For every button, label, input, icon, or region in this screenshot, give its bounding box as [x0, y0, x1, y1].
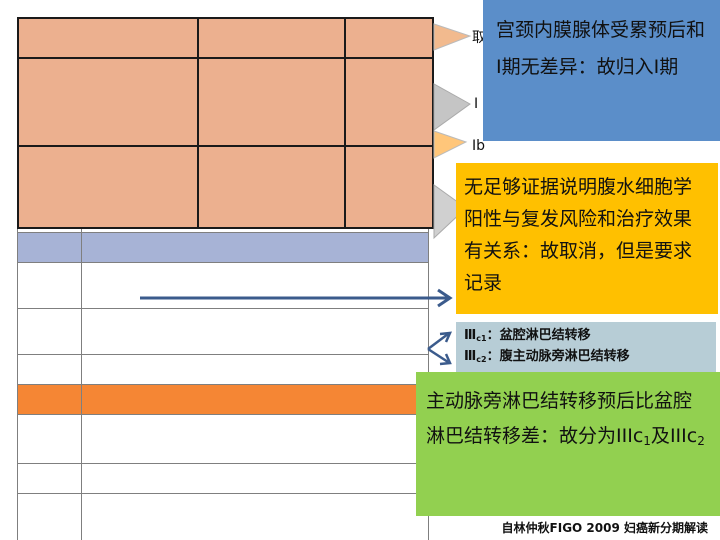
table-cell [197, 17, 346, 59]
table-cell [344, 17, 434, 59]
arrow-right-icon [140, 288, 453, 308]
pointer-wedge [433, 184, 467, 240]
side-label-stage-i: Ⅰ [474, 96, 479, 112]
table-cell [17, 384, 82, 415]
table-cell [344, 145, 434, 229]
table-cell [81, 308, 429, 355]
background-table [17, 207, 429, 540]
arrow-fork-icon [427, 331, 453, 366]
callout-green-text: 主动脉旁淋巴结转移预后比盆腔淋巴结转移差：故分为 [426, 390, 693, 447]
table-cell [81, 493, 429, 540]
table-cell [17, 17, 199, 59]
callout-gray-line-2: Ⅲc2：腹主动脉旁淋巴结转移 [464, 349, 630, 364]
table-cell [17, 57, 199, 147]
table-cell [81, 414, 429, 464]
table-cell [81, 384, 429, 415]
table-cell [344, 57, 434, 147]
callout-green: 主动脉旁淋巴结转移预后比盆腔淋巴结转移差：故分为IIIc1及IIIc2 [416, 372, 720, 516]
side-label-top: 取 [472, 30, 486, 46]
callout-blue: 宫颈内膜腺体受累预后和Ⅰ期无差异：故归入Ⅰ期 [483, 0, 720, 141]
callout-gray-line-1: Ⅲc1：盆腔淋巴结转移 [464, 328, 591, 343]
pointer-wedge [433, 23, 472, 51]
table-cell [197, 145, 346, 229]
table-cell [17, 262, 82, 309]
table-cell [197, 57, 346, 147]
callout-yellow: 无足够证据说明腹水细胞学阳性与复发风险和治疗效果有关系：故取消，但是要求记录 [456, 163, 718, 314]
table-cell [17, 145, 199, 229]
pointer-wedge [433, 83, 471, 131]
table-cell [17, 493, 82, 540]
table-cell [17, 463, 82, 494]
table-cell [81, 232, 429, 263]
table-cell [81, 262, 429, 309]
source-footer: 自林仲秋FIGO 2009 妇癌新分期解读 [501, 521, 708, 535]
pointer-wedge [433, 130, 468, 159]
salmon-overlay-table [17, 17, 434, 229]
side-label-stage-ib: Ⅰb [472, 138, 486, 154]
callout-gray: Ⅲc1：盆腔淋巴结转移 Ⅲc2：腹主动脉旁淋巴结转移 [456, 322, 716, 372]
